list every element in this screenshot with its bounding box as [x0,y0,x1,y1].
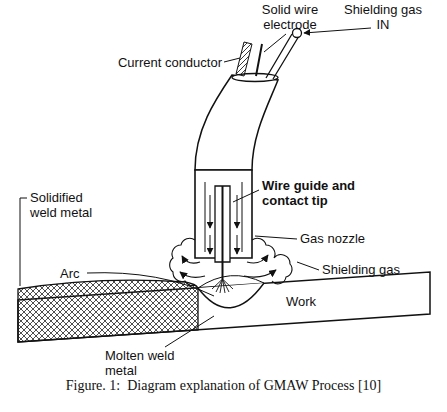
part-label: Wire guide and contact tip [262,178,382,208]
part-label: Work [286,294,336,309]
part-label: Gas nozzle [300,231,390,246]
figure-caption: Figure. 1: Diagram explanation of GMAW P… [0,378,447,394]
part-label: Shielding gas IN [340,2,426,32]
part-label: Shielding gas [322,262,422,277]
part-label: Solidified weld metal [30,190,102,220]
work-plate [18,272,430,342]
arc [212,279,233,293]
part-label: Current conductor [92,55,222,70]
part-label: Molten weld metal [105,348,185,378]
shielding-gas-cloud [170,238,292,285]
part-label: Solid wire electrode [250,2,330,32]
part-label: Arc [60,266,90,281]
